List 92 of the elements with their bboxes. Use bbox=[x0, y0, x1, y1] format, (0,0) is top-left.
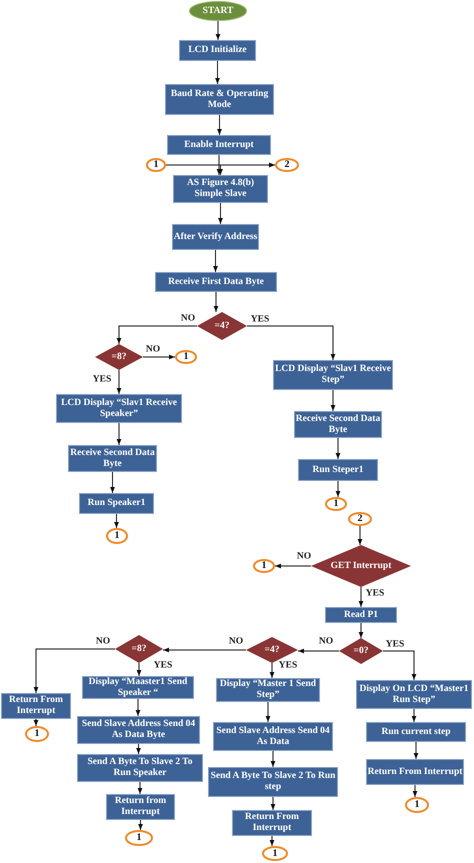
arrow bbox=[217, 114, 222, 136]
arrow bbox=[136, 744, 141, 754]
arrow bbox=[336, 438, 340, 460]
connector-circle: 1 bbox=[405, 797, 429, 813]
arrow bbox=[270, 836, 274, 846]
process-box: LCD Initialize bbox=[179, 40, 256, 61]
connector-circle: 1 bbox=[146, 158, 166, 172]
process-box: Return From Interrupt bbox=[232, 810, 312, 836]
process-box: Send Slave Address Send 04 As Data bbox=[213, 722, 333, 751]
process-box: Enable Interrupt bbox=[167, 135, 271, 155]
connector-circle: 2 bbox=[275, 158, 299, 172]
edge-label: NO bbox=[180, 314, 196, 324]
arrow bbox=[116, 370, 122, 394]
arrow bbox=[270, 750, 276, 768]
process-box: Receive Second Data Byte bbox=[68, 445, 157, 472]
arrow bbox=[136, 698, 140, 716]
arrow bbox=[358, 622, 364, 638]
process-box: Run Steper1 bbox=[298, 459, 378, 481]
connector-circle: 2 bbox=[348, 512, 372, 526]
process-box: Send Slave Address Send 04 As Data Byte bbox=[77, 716, 200, 744]
process-box: Display “Master 1 Send Step” bbox=[216, 678, 320, 702]
arrow bbox=[358, 526, 362, 546]
process-box: Return From Interrupt bbox=[1, 693, 71, 719]
edge-label: NO bbox=[144, 345, 162, 355]
arrow bbox=[414, 742, 418, 760]
arrow bbox=[358, 586, 364, 608]
arrow bbox=[136, 662, 142, 676]
arrow bbox=[270, 796, 276, 810]
process-box: Receive First Data Byte bbox=[155, 272, 277, 292]
decision-diamond: =0? bbox=[339, 638, 383, 664]
connector-circle: 1 bbox=[125, 830, 153, 846]
edge-label: NO bbox=[318, 637, 334, 647]
arrow bbox=[270, 662, 274, 678]
arrow bbox=[214, 292, 218, 312]
process-box: Run current step bbox=[366, 722, 466, 742]
process-box: Display “Maaster1 Send Speaker “ bbox=[82, 676, 194, 699]
edge-label: NO bbox=[94, 637, 112, 647]
arrow bbox=[216, 20, 220, 40]
arrow bbox=[162, 648, 246, 652]
arrow bbox=[34, 648, 116, 694]
arrow bbox=[218, 202, 223, 224]
arrow bbox=[138, 820, 143, 830]
process-box: Display On LCD “Master1 Run Step” bbox=[356, 680, 472, 709]
connector-circle: 1 bbox=[106, 528, 128, 544]
start-terminal: START bbox=[189, 1, 247, 21]
decision-diamond: =4? bbox=[197, 312, 247, 340]
process-box: Baud Rate & Operating Mode bbox=[165, 84, 274, 115]
edge-label: YES bbox=[250, 315, 270, 325]
connector-circle: 1 bbox=[262, 846, 288, 861]
arrow bbox=[166, 162, 276, 168]
arrow bbox=[116, 422, 122, 446]
process-box: Send A Byte To Slave 2 To Run Speaker bbox=[77, 754, 203, 782]
process-box: After Verify Address bbox=[172, 224, 259, 250]
arrow bbox=[110, 472, 115, 494]
arrow bbox=[34, 718, 38, 726]
edge-label: YES bbox=[92, 375, 112, 385]
edge-label: YES bbox=[152, 661, 174, 671]
process-box: Send A Byte To Slave 2 To Run step bbox=[208, 767, 338, 797]
edge-label: YES bbox=[278, 661, 298, 671]
arrow bbox=[266, 702, 270, 722]
arrow bbox=[114, 514, 119, 528]
connector-circle: 1 bbox=[325, 497, 347, 511]
arrow bbox=[142, 354, 176, 360]
process-box: Run Speaker1 bbox=[79, 493, 154, 514]
edge-label: NO bbox=[296, 552, 312, 562]
arrow bbox=[298, 648, 340, 654]
edge-label: NO bbox=[228, 637, 244, 647]
arrow bbox=[330, 390, 336, 412]
arrow bbox=[412, 784, 418, 798]
edge-label: YES bbox=[364, 589, 386, 599]
process-box: Return From Interrupt bbox=[366, 759, 464, 785]
arrow bbox=[382, 650, 416, 680]
arrow bbox=[116, 326, 198, 344]
arrow bbox=[215, 60, 220, 84]
arrow bbox=[246, 326, 336, 360]
arrow bbox=[138, 782, 142, 794]
arrow bbox=[213, 250, 218, 272]
process-box: Read P1 bbox=[325, 607, 397, 623]
arrow bbox=[274, 564, 312, 568]
process-box: Return from Interrupt bbox=[106, 794, 175, 820]
edge-label: YES bbox=[384, 640, 406, 650]
process-box: LCD Display “Slav1 Receive Step” bbox=[273, 360, 393, 390]
decision-diamond: =8? bbox=[95, 344, 143, 370]
process-box: LCD Display “Slav1 Receive Speaker” bbox=[56, 394, 182, 423]
connector-circle: 1 bbox=[175, 350, 197, 364]
connector-circle: 1 bbox=[253, 559, 275, 573]
connector-circle: 1 bbox=[25, 726, 49, 742]
process-box: Receive Second Data Byte bbox=[294, 411, 382, 438]
process-box: AS Figure 4.8(b) Simple Slave bbox=[173, 175, 268, 203]
arrow bbox=[336, 480, 340, 498]
arrow bbox=[412, 708, 416, 722]
decision-diamond: GET Interrupt bbox=[311, 545, 411, 587]
